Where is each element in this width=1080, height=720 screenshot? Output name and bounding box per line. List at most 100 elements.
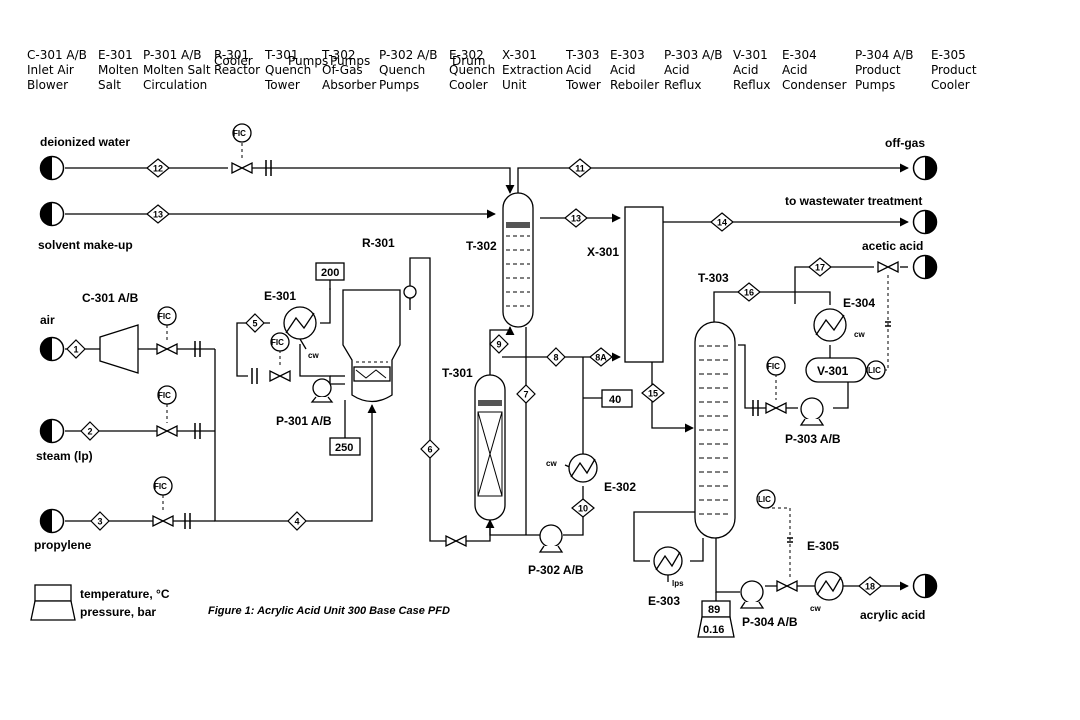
header-overlap-pumps: Pumps [288, 54, 328, 69]
tag-x301: X-301 [587, 245, 619, 259]
header-desc: Absorber [322, 78, 377, 92]
stream-number-s12: 12 [153, 164, 163, 174]
stream-number-s1: 1 [73, 345, 78, 355]
label-propylene: propylene [34, 538, 92, 552]
header-desc: Acid [733, 63, 759, 77]
header-tag: R-301 [214, 48, 250, 62]
tag-c301: C-301 A/B [82, 291, 139, 305]
pump-p303 [800, 397, 824, 421]
label-acetic-acid: acetic acid [862, 239, 923, 253]
pump-p302-base [538, 545, 564, 553]
header-desc: Acid [782, 63, 808, 77]
valve-12 [231, 161, 253, 175]
tag-t302: T-302 [466, 239, 497, 253]
header-overlap-cooler: Cooler [214, 54, 253, 69]
header-desc: Reflux [733, 78, 771, 92]
fic-air-label: FIC [158, 312, 171, 321]
header-tag: P-302 A/B [379, 48, 438, 62]
label-deionized-water: deionized water [40, 135, 130, 149]
valve-17 [877, 260, 899, 274]
stream-diamond-s10 [571, 498, 595, 518]
stream-diamond-s8a [589, 347, 613, 367]
label-air: air [40, 313, 55, 327]
pump-p303-base [799, 418, 825, 426]
header-desc: Cooler [449, 78, 488, 92]
header-overlap-pumps-2: Pumps [330, 54, 370, 69]
stream-number-s8: 8 [553, 353, 558, 363]
header-tag: Pumps [330, 54, 371, 68]
e301-cw-line [299, 338, 307, 350]
header-desc: Pumps [379, 78, 420, 92]
exchanger-e302-coil [570, 458, 596, 478]
controller-bubbles [153, 123, 886, 509]
tag-e303: E-303 [648, 594, 680, 608]
header-desc: Acid [610, 63, 636, 77]
valves [152, 161, 899, 593]
diagram-labels: deionized water solvent make-up air stea… [34, 129, 925, 636]
pump-p301-base [310, 396, 334, 403]
stream-diamond-s9 [489, 334, 509, 354]
stream-diamond-s4 [287, 511, 307, 531]
label-offgas: off-gas [885, 136, 925, 150]
stream-diamond-s13a [146, 204, 170, 224]
exchanger-e301-coil [285, 312, 315, 334]
header-tag: P-301 A/B [143, 48, 202, 62]
line-stream-6 [409, 257, 468, 542]
legend-temperature: temperature, °C [80, 587, 170, 601]
tag-e301: E-301 [264, 289, 296, 303]
label-acrylic-acid: acrylic acid [860, 608, 925, 622]
signal-lic-t303 [766, 507, 791, 578]
stream-diamond-s1 [66, 339, 86, 359]
terminal-solvent-makeup [39, 201, 65, 227]
line-stream-11 [517, 163, 909, 193]
header-tag: E-305 [931, 48, 966, 62]
tag-r301: R-301 [362, 236, 395, 250]
legend-flag-top [34, 584, 72, 602]
stream-number-s7: 7 [523, 390, 528, 400]
terminal-acrylic-acid [912, 573, 938, 599]
header-desc: Extraction [502, 63, 564, 77]
lic-t303-label: LIC [758, 495, 771, 504]
stream-number-s5: 5 [252, 319, 257, 329]
header-tag: P-304 A/B [855, 48, 914, 62]
tag-e304: E-304 [843, 296, 875, 310]
header-desc: Acid [566, 63, 592, 77]
tag-t303: T-303 [698, 271, 729, 285]
e301-cw-label: cw [308, 351, 319, 360]
stream-diamond-s16 [737, 282, 761, 302]
terminal-wastewater [912, 209, 938, 235]
stream-number-s3: 3 [97, 517, 102, 527]
header-desc: Tower [265, 78, 300, 92]
pump-p304 [740, 580, 764, 604]
stream-number-s10: 10 [578, 504, 588, 514]
tag-p301: P-301 A/B [276, 414, 332, 428]
header-tag: P-303 A/B [664, 48, 723, 62]
header-tag: V-301 [733, 48, 768, 62]
r301-temp-value: 200 [321, 267, 339, 279]
exchanger-e303-coil [655, 551, 681, 571]
header-desc: Circulation [143, 78, 208, 92]
reactor-r301 [342, 285, 417, 403]
stream-diamond-s11 [568, 158, 592, 178]
header-tag: Pumps [288, 54, 329, 68]
legend-flag-bottom [30, 600, 76, 621]
terminal-acetic-acid [912, 254, 938, 280]
stream-number-s9: 9 [496, 340, 501, 350]
line-reboiler-in [633, 511, 695, 562]
valve-salt [269, 369, 291, 383]
header-desc: Molten [98, 63, 139, 77]
bottoms-temp-value: 89 [708, 604, 720, 616]
fic-salt-label: FIC [271, 338, 284, 347]
terminal-steam [39, 418, 65, 444]
terminal-deionized-water [39, 155, 65, 181]
